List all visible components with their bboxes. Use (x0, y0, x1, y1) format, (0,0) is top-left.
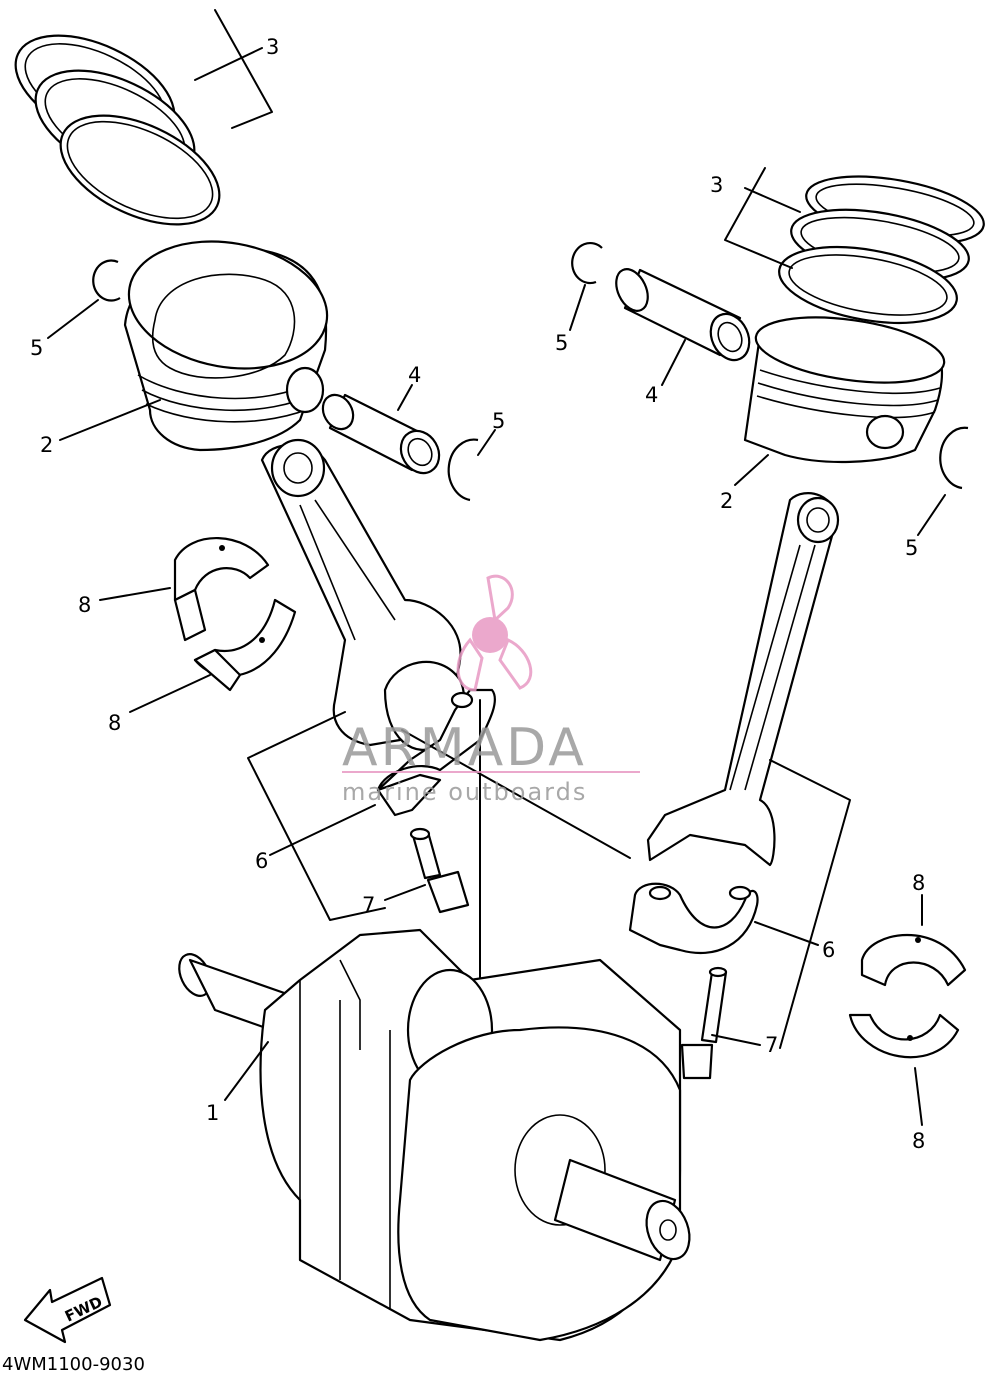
bearing-left-a (173, 537, 270, 642)
circlip-right-a (571, 241, 603, 285)
bearing-right-b (848, 1013, 960, 1059)
callout-5-right-a: 5 (555, 331, 568, 355)
callout-4-right: 4 (645, 383, 658, 407)
leader-3-left (214, 9, 273, 129)
piston-rings-left (14, 34, 221, 226)
circlip-right-b (939, 426, 969, 490)
callout-2-right: 2 (720, 489, 733, 513)
callout-6-right: 6 (822, 938, 835, 962)
callout-8-left-a: 8 (78, 593, 91, 617)
callout-7-right: 7 (765, 1033, 778, 1057)
bracket-right (769, 759, 851, 1049)
armada-watermark: ARMADA marine outboards (342, 574, 640, 806)
callout-8-right-b: 8 (912, 1129, 925, 1153)
watermark-brand: ARMADA (342, 718, 587, 778)
callout-3-right: 3 (710, 173, 723, 197)
piston-left (123, 240, 329, 452)
piston-pin-right (615, 268, 751, 362)
callout-3-left: 3 (266, 35, 279, 59)
callout-5-left-b: 5 (492, 409, 505, 433)
crankshaft (178, 928, 691, 1342)
leader-3-right (724, 167, 793, 269)
connecting-rod-right (646, 492, 840, 867)
callout-5-left-a: 5 (30, 336, 43, 360)
drawing-code: 4WM1100-9030 (2, 1354, 145, 1374)
circlip-left-a (92, 259, 121, 302)
callout-8-right-a: 8 (912, 871, 925, 895)
watermark-tagline: marine outboards (342, 778, 587, 806)
callout-5-right-b: 5 (905, 536, 918, 560)
circlip-left-b (447, 438, 479, 502)
callout-1: 1 (206, 1101, 219, 1125)
fwd-arrow-icon: FWD (23, 1276, 112, 1344)
piston-pin-left (321, 393, 441, 475)
piston-right (743, 316, 946, 464)
rod-cap-right (628, 882, 759, 955)
bearing-left-b (193, 598, 297, 692)
callout-8-left-b: 8 (108, 711, 121, 735)
callout-2-left: 2 (40, 433, 53, 457)
piston-rings-right (778, 175, 985, 324)
rod-bolt-right (680, 966, 728, 1080)
callout-6-left: 6 (255, 849, 268, 873)
propeller-logo-icon (456, 574, 533, 692)
bracket-left (247, 711, 386, 921)
connecting-rod-left (260, 438, 465, 751)
callout-4-left: 4 (408, 363, 421, 387)
rod-bolt-left (409, 827, 470, 914)
bearing-right-a (860, 934, 967, 987)
